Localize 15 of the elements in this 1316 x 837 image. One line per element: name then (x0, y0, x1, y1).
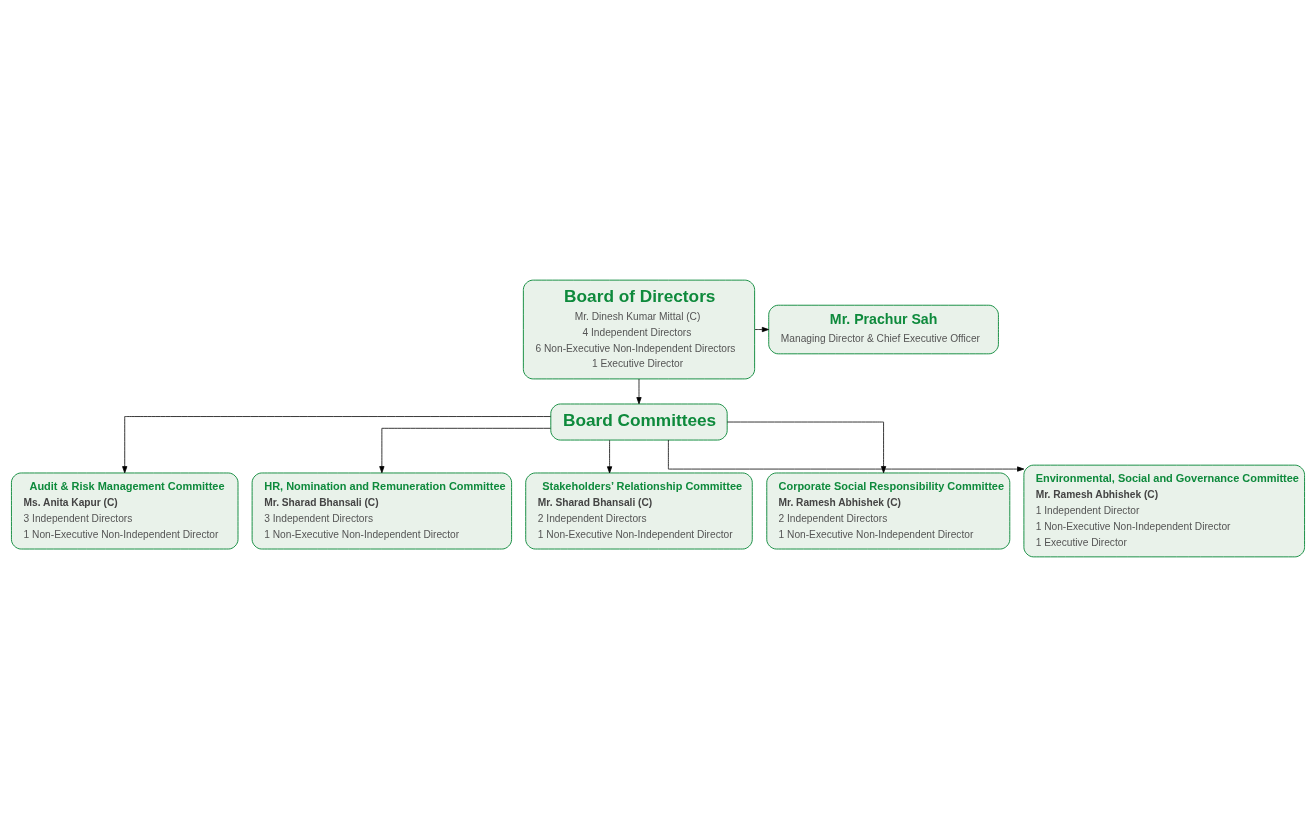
node-box: Audit & Risk Management Committee Ms. Anita Kapur (C) 3 Independent Directors 1 Non-Executive Non-Independent Director (10, 472, 239, 550)
node-box: Board of Directors Mr. Dinesh Kumar Mittal (C) 4 Independent Directors 6 Non-Executive Non-Independent Directors 1 Executive Director (522, 279, 756, 380)
node-box: Corporate Social Responsibility Committee Mr. Ramesh Abhishek (C) 2 Independent Directors 1 Non-Executive Non-Independent Director (766, 472, 1011, 550)
node-box: Environmental, Social and Governance Committee Mr. Ramesh Abhishek (C) 1 Independent Director 1 Non-Executive Non-Independent Director 1 Executive Director (1023, 464, 1305, 558)
node-box: Stakeholders’ Relationship Committee Mr. Sharad Bhansali (C) 2 Independent Directors 1 Non-Executive Non-Independent Director (525, 472, 753, 550)
arrow (726, 421, 887, 474)
arrow (379, 427, 551, 474)
node-box: HR, Nomination and Remuneration Committee Mr. Sharad Bhansali (C) 3 Independent Directors 1 Non-Executive Non-Independent Director (251, 472, 513, 550)
arrow (122, 416, 551, 474)
arrow (636, 378, 642, 405)
node-box: Mr. Prachur Sah Managing Director & Chief Executive Officer (768, 304, 999, 355)
arrow (607, 439, 613, 474)
arrow (668, 439, 1025, 472)
arrow (754, 326, 769, 333)
node-box: Board Committees (550, 403, 728, 441)
